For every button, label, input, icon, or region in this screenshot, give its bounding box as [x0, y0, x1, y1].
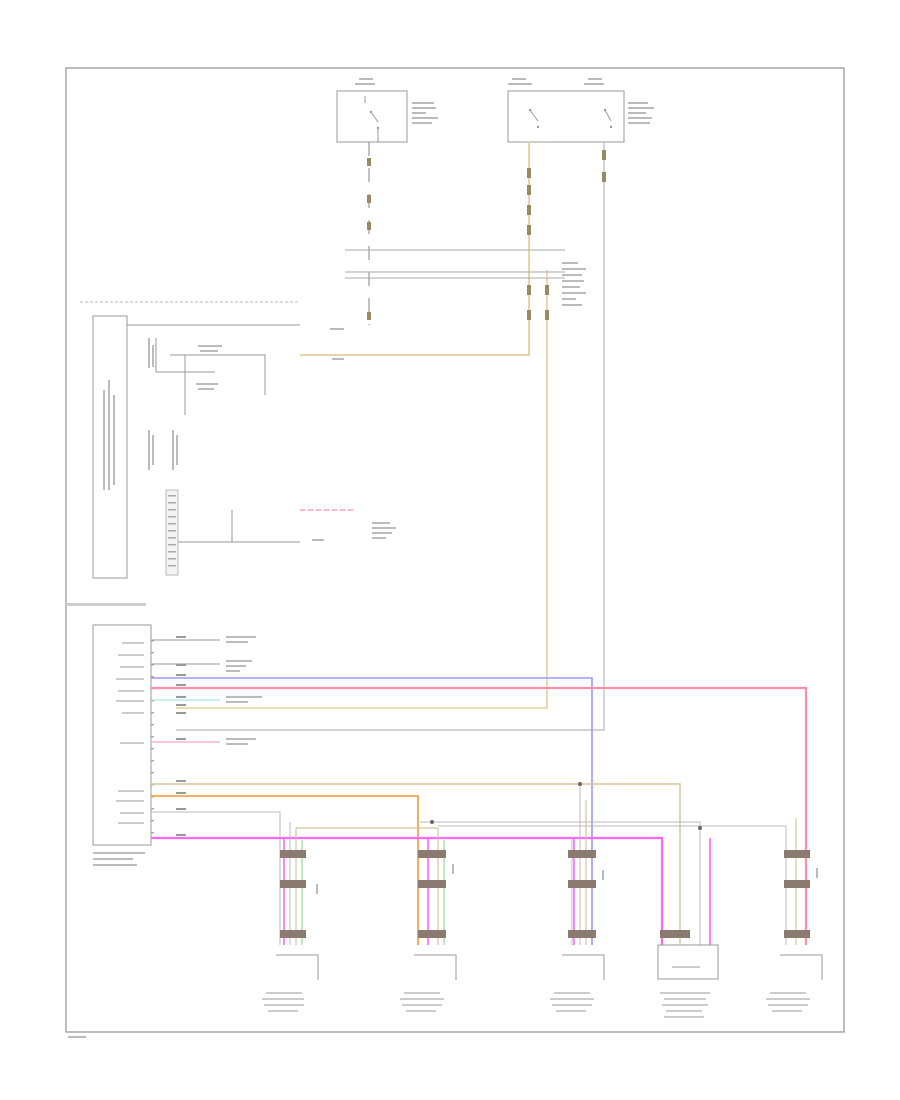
- top-switch-right: [507, 90, 625, 143]
- gray-crossing-lines: [289, 784, 787, 945]
- wire-tan-1: [151, 783, 681, 945]
- wire-upper-2: [155, 338, 215, 373]
- module-center: [657, 944, 719, 1018]
- wire-orange: [151, 795, 419, 945]
- diagram-frame: [65, 67, 845, 1033]
- connector-pin-marks: [316, 864, 818, 894]
- ground-label-marks: [312, 328, 396, 541]
- upper-module-bar: [165, 489, 179, 576]
- module-fog-front-right: [550, 954, 605, 1012]
- upper-internal-marks: [148, 338, 222, 470]
- upper-bar-ticks: [168, 495, 176, 567]
- wire-code-marks: [176, 636, 186, 836]
- wire-yellow-main: [300, 142, 530, 356]
- wire-gray-branch: [151, 811, 281, 945]
- wire-yellow-down: [176, 270, 548, 709]
- wire-red: [151, 686, 808, 945]
- connector-marks: [367, 150, 606, 320]
- top-switch-left: [336, 90, 408, 143]
- section-label-lower: [66, 603, 146, 606]
- lower-short-stubs: [151, 639, 220, 743]
- band-labels: [562, 262, 586, 306]
- splice-dots: [430, 782, 702, 830]
- footer-tag: [68, 1036, 86, 1038]
- wire-gray-right: [176, 142, 605, 731]
- upper-module-text: [103, 380, 115, 490]
- module-fog-rear-right: [766, 954, 823, 1012]
- module-fog-front-left: [262, 954, 319, 1012]
- module-fog-rear-left: [400, 954, 457, 1012]
- top-label-marks: [355, 78, 654, 124]
- lower-pin-labels: [116, 642, 144, 824]
- wire-upper-3: [170, 354, 266, 395]
- magenta-drops: [283, 838, 711, 945]
- connector-stacks: [280, 850, 810, 938]
- stub-label-marks: [226, 636, 262, 745]
- upper-control-module: [92, 315, 128, 579]
- wire-magenta: [151, 836, 664, 945]
- lower-caption-marks: [93, 852, 145, 866]
- connector-band-upper: [345, 249, 565, 279]
- lower-control-module: [92, 624, 152, 846]
